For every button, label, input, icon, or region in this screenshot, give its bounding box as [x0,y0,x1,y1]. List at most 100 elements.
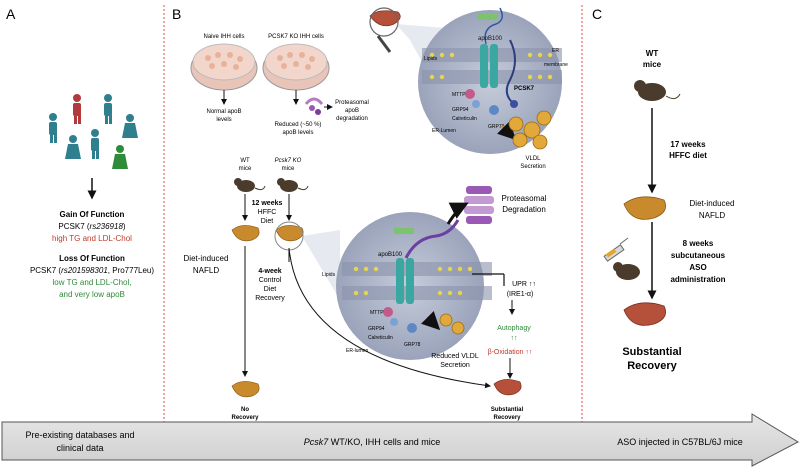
upr-2: (IRE1-α) [507,291,534,298]
syringe-icon [603,237,629,262]
vldl-1: VLDL [525,156,541,162]
mouse-ko-icon [277,178,309,192]
wt-mice-1: WT [240,158,250,164]
reduced-apob-2: apoB levels [282,130,313,136]
recovery-2: Control [259,277,282,284]
autophagy: Autophagy [497,325,531,332]
magnifier-top-icon [369,7,399,37]
top-er: ER [552,48,559,54]
proteasomal-deg-1: Proteasomal [502,194,547,203]
autophagy-arrows: ↑↑ [511,335,518,342]
diet-nafld-1: Diet-induced [184,254,229,263]
lof-gene: PCSK7 (rs201598301, Pro777Leu) [30,266,154,275]
panel-a-letter: A [6,6,16,22]
liver-c-recovery-icon [623,302,667,326]
mouse-c-icon [634,80,681,101]
wt-mice-2: mice [239,166,252,172]
zoom-cone-bottom [302,230,340,300]
proteasomal-deg-2: Degradation [502,205,546,214]
liver-c-nafld-icon [623,196,667,220]
footer-a-line2: clinical data [56,443,103,453]
liver-no-recovery-icon [231,381,260,398]
hffc-2: HFFC [258,209,277,216]
bottom-apob100: apoB100 [378,252,403,258]
bottom-er-lumen: ER-lumen [346,348,368,354]
top-lipids: Lipids [424,56,438,62]
top-er-lumen: ER-Lumen [432,128,456,134]
proteasome-large-icon [464,186,494,224]
top-pcsk7: PCSK7 [514,86,535,92]
hffc-1: 12 weeks [252,200,283,207]
vldl-arrow-top [497,121,517,141]
apob-channel-top-icon [478,7,503,88]
chaperones-bottom-icon [383,307,417,333]
substantial-b-2: Recovery [493,415,521,421]
c-hffc-2: HFFC diet [669,151,707,160]
lof-title: Loss Of Function [59,254,125,263]
mouse-c2-icon [613,262,640,280]
c-aso-3: ASO [689,263,706,272]
gof-title: Gain Of Function [60,210,125,219]
footer-b: Pcsk7 WT/KO, IHH cells and mice [304,437,441,447]
recovery-4: Recovery [255,295,285,302]
normal-apob-1: Normal apoB [206,109,241,115]
liver-substantial-b-icon [493,379,522,396]
c-aso-4: administration [670,275,725,284]
c-wt-mice-1: WT [646,49,659,58]
recovery-3: Diet [264,286,277,293]
bottom-calreticulin: Calreticulin [368,335,393,341]
c-aso-1: 8 weeks [683,239,714,248]
top-grp78: GRP78 [488,124,505,130]
c-substantial-1: Substantial [622,346,681,358]
panel-c-letter: C [592,6,602,22]
no-recovery-1: No [241,407,249,413]
footer-arrow [1,413,800,467]
bottom-grp94: GRP94 [368,326,385,332]
c-nafld-1: Diet-induced [690,199,735,208]
er-membrane-bottom [342,262,492,300]
ko-mice-2: mice [282,166,295,172]
vldl-particles-bottom-icon [439,313,465,335]
gof-effect: high TG and LDL-Chol [52,234,132,243]
top-calreticulin: Calreticulin [452,116,477,122]
top-apob100: apoB100 [478,36,503,42]
substantial-b-1: Substantial [491,407,524,413]
reduced-apob-1: Reduced (~50 %) [275,122,322,128]
panel-b-letter: B [172,6,181,22]
footer-a-line1: Pre-existing databases and [25,430,134,440]
liver-ko-nafld-icon [275,225,304,242]
top-grp94: GRP94 [452,107,469,113]
apob-channel-bottom-icon [394,219,460,304]
ko-label: PCSK7 KO IHH cells [268,34,324,40]
magnifier-top-handle [376,35,392,53]
proteasomal-2: apoB [345,108,359,114]
people-group-icon [49,94,138,169]
chaperones-top-icon [465,89,499,115]
ko-mice-1: Pcsk7 KO [275,158,302,164]
recovery-1: 4-week [258,268,281,275]
reduced-vldl-2: Secretion [440,362,470,369]
lof-effect-2: and very low apoB [59,290,125,299]
bottom-lipids: Lipids [322,272,336,278]
liver-wt-nafld-icon [231,225,260,242]
vldl-particles-top-icon [508,110,552,150]
no-recovery-2: Recovery [231,415,259,421]
normal-apob-2: levels [216,117,231,123]
c-aso-2: subcutaneous [671,251,726,260]
top-mttp: MTTP [452,92,466,98]
bottom-grp78: GRP78 [404,342,421,348]
naive-label: Naive IHH cells [203,34,244,40]
footer-c: ASO injected in C57BL/6J mice [617,437,743,447]
proteasomal-3: degradation [336,116,368,122]
arrow-to-proteasome [446,202,469,225]
c-hffc-1: 17 weeks [670,140,706,149]
c-wt-mice-2: mice [643,60,662,69]
pcsk7-protein-top-icon [505,39,518,108]
bottom-mttp: MTTP [370,310,384,316]
c-substantial-2: Recovery [627,360,677,372]
arrow-ko-recovery [288,247,491,389]
c-nafld-2: NAFLD [699,211,725,220]
beta-oxidation: β-Oxidation ↑↑ [488,349,533,356]
proteasomal-1: Proteasomal [335,100,369,106]
